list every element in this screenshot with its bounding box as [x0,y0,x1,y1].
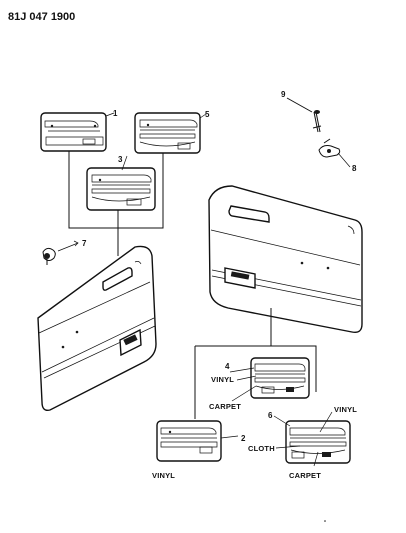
bracket-part-8 [318,138,351,168]
leader-lines [105,112,333,467]
callout-4: 4 [225,362,230,371]
diagram-code: 81J 047 1900 [8,11,75,23]
door-panel-4 [250,357,310,399]
label-carpet-6: CARPET [289,471,321,480]
callout-8: 8 [352,164,357,173]
door-panel-1 [40,112,107,152]
group-bracket-right [194,308,317,419]
callout-5: 5 [205,110,210,119]
label-cloth-6: CLOTH [248,444,275,453]
door-trim-panel-left [37,245,157,412]
label-vinyl-4: VINYL [211,375,234,384]
callout-6: 6 [268,411,273,420]
stray-mark [324,520,326,522]
door-panel-2 [156,420,222,462]
door-panel-6 [285,420,351,464]
fastener-part-9 [286,97,322,133]
callout-3: 3 [118,155,123,164]
callout-7: 7 [82,239,87,248]
door-trim-panel-right [208,185,363,334]
label-vinyl-6: VINYL [334,405,357,414]
door-panel-3 [86,167,156,211]
door-panel-5 [134,112,201,154]
clip-part-7 [42,240,79,265]
label-vinyl-2: VINYL [152,471,175,480]
callout-2: 2 [241,434,246,443]
group-bracket-left [68,151,164,256]
label-carpet-4: CARPET [209,402,241,411]
callout-9: 9 [281,90,286,99]
callout-1: 1 [113,109,118,118]
